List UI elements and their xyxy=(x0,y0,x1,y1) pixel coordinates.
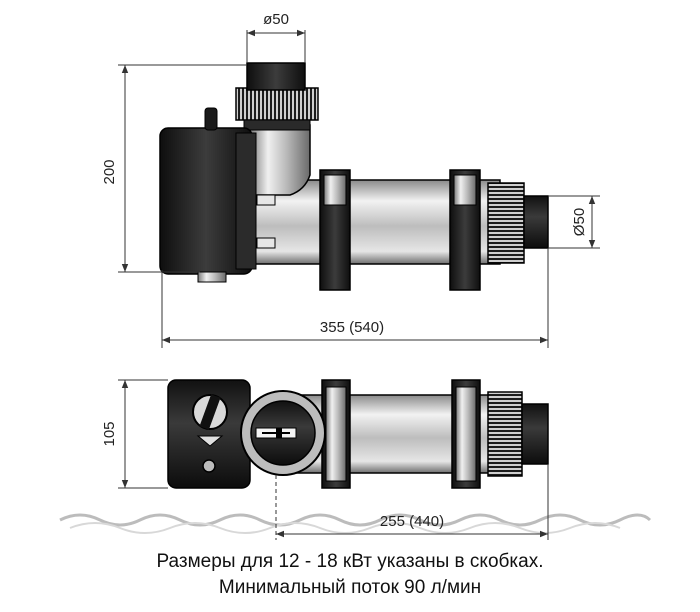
clamp-left-band xyxy=(323,174,347,206)
dim-flow-length: 255 (440) xyxy=(380,513,444,530)
clamp-right-band xyxy=(453,174,477,206)
dim-depth: 105 xyxy=(101,421,118,446)
indicator-triangle-icon xyxy=(196,435,224,447)
right-outlet-pipe xyxy=(523,195,549,249)
dim-top-inlet-diameter: ø50 xyxy=(263,11,289,28)
dim-height: 200 xyxy=(101,159,118,184)
plan-right-union-nut xyxy=(487,391,523,477)
caption-line-2: Минимальный поток 90 л/мин xyxy=(218,577,482,598)
dim-length: 355 (540) xyxy=(320,319,384,336)
dim-side-outlet-diameter: Ø50 xyxy=(571,208,588,236)
cable-gland-bottom xyxy=(197,271,227,283)
top-inlet-pipe xyxy=(246,62,306,91)
plan-clamp-right-band xyxy=(455,386,477,482)
elbow-pipe xyxy=(249,124,311,196)
top-union-ring xyxy=(243,119,311,131)
dimension-lines-side xyxy=(118,29,600,348)
plan-clamp-left-band xyxy=(325,386,347,482)
caption-line-1: Размеры для 12 - 18 кВт указаны в скобка… xyxy=(156,551,544,572)
indicator-lamp-icon xyxy=(202,459,216,473)
top-union-nut xyxy=(235,87,319,121)
side-view xyxy=(159,62,549,291)
right-union-nut xyxy=(487,182,525,264)
plan-right-outlet xyxy=(521,403,549,465)
tube-bracket-top xyxy=(256,194,276,206)
cable-gland-top xyxy=(204,107,218,131)
dimension-lines-plan xyxy=(118,379,549,540)
control-housing-back xyxy=(235,132,257,270)
water-surface xyxy=(59,513,652,534)
tube-bracket-bottom xyxy=(256,237,276,249)
top-view xyxy=(167,379,549,489)
